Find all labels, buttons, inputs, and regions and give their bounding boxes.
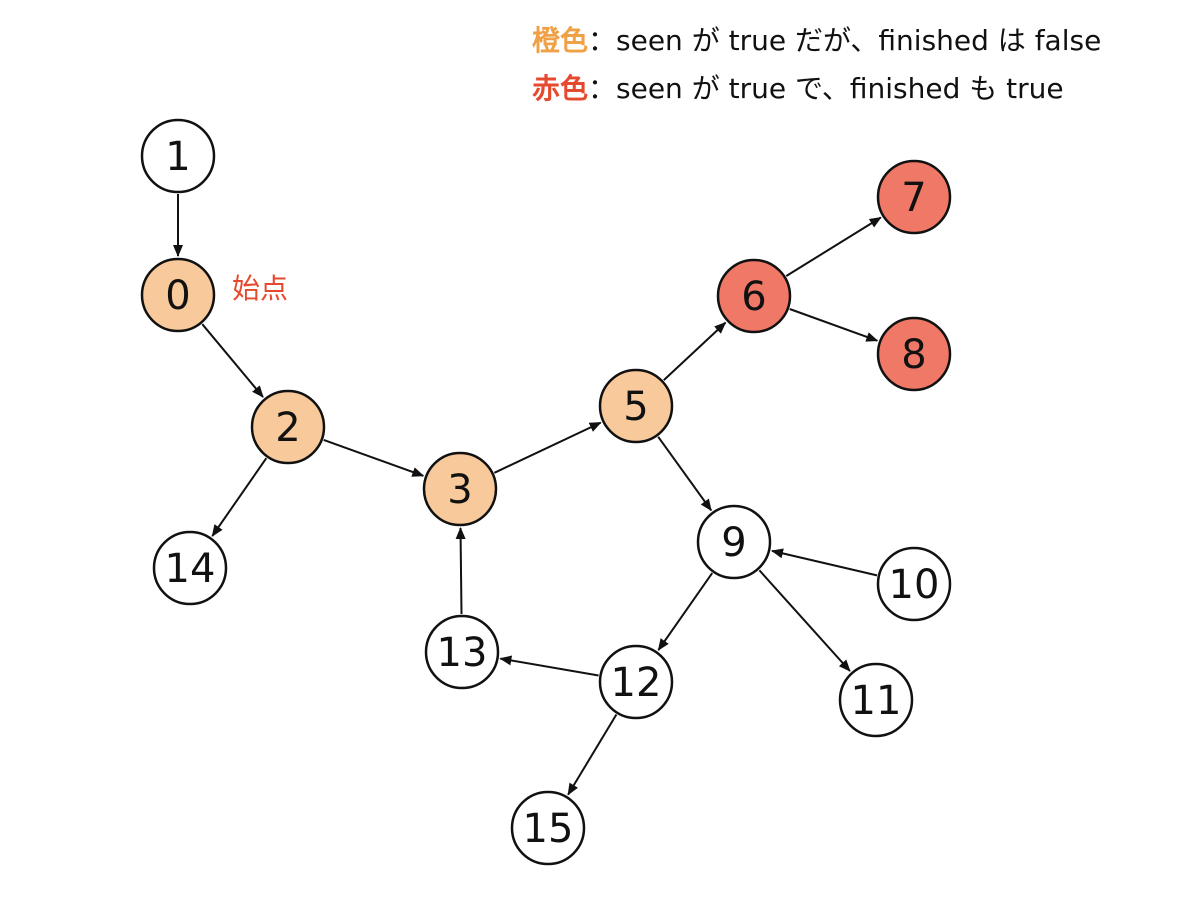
legend-key-red: 赤色 xyxy=(532,72,588,105)
node-0-label: 0 xyxy=(165,273,190,319)
edge-5-to-9 xyxy=(657,436,713,512)
legend-line-1: 赤色：seen が true で、finished も true xyxy=(532,72,1064,105)
node-2: 2 xyxy=(250,389,326,465)
node-5-label: 5 xyxy=(623,384,648,430)
node-3-circle xyxy=(422,451,498,527)
node-7-circle xyxy=(876,159,952,235)
edge-12-to-13 xyxy=(499,655,599,677)
edge-6-to-7 xyxy=(785,216,882,277)
node-14: 14 xyxy=(152,530,228,606)
node-8-circle xyxy=(876,316,952,392)
node-6-label: 6 xyxy=(741,274,766,320)
node-2-circle xyxy=(250,389,326,465)
node-5-circle xyxy=(598,368,674,444)
edge-9-to-12 xyxy=(657,572,714,651)
edge-12-to-15 xyxy=(567,713,618,796)
edges xyxy=(173,194,882,796)
edge-13-to-3 xyxy=(455,527,466,615)
start-node-annotation: 始点 xyxy=(232,272,288,305)
node-8-label: 8 xyxy=(901,332,926,378)
legend: 橙色：seen が true だが、finished は false 赤色：se… xyxy=(532,24,1101,105)
node-1-label: 1 xyxy=(165,134,190,180)
node-12-circle xyxy=(598,644,674,720)
node-3: 3 xyxy=(422,451,498,527)
node-6-circle xyxy=(716,258,792,334)
node-9-circle xyxy=(696,504,772,580)
node-7: 7 xyxy=(876,159,952,235)
edge-9-to-11 xyxy=(758,569,851,672)
node-14-label: 14 xyxy=(165,546,216,592)
edge-3-to-5 xyxy=(493,421,602,474)
edge-10-to-9 xyxy=(771,548,878,577)
node-0: 0 xyxy=(140,257,216,333)
legend-key-orange: 橙色 xyxy=(532,24,588,57)
node-1-circle xyxy=(140,118,216,194)
node-11: 11 xyxy=(838,662,914,738)
node-0-circle xyxy=(140,257,216,333)
node-1: 1 xyxy=(140,118,216,194)
node-13-circle xyxy=(424,614,500,690)
legend-line-0: 橙色：seen が true だが、finished は false xyxy=(532,24,1101,57)
node-15: 15 xyxy=(510,790,586,866)
node-14-circle xyxy=(152,530,228,606)
legend-text-orange: ：seen が true だが、finished は false xyxy=(588,24,1101,57)
node-13: 13 xyxy=(424,614,500,690)
node-12-label: 12 xyxy=(611,660,662,706)
node-11-label: 11 xyxy=(851,678,902,724)
node-10: 10 xyxy=(876,546,952,622)
node-2-label: 2 xyxy=(275,405,300,451)
edge-2-to-14 xyxy=(211,457,268,537)
node-10-label: 10 xyxy=(889,562,940,608)
legend-text-red: ：seen が true で、finished も true xyxy=(588,72,1064,105)
node-7-label: 7 xyxy=(901,175,926,221)
node-8: 8 xyxy=(876,316,952,392)
node-11-circle xyxy=(838,662,914,738)
node-6: 6 xyxy=(716,258,792,334)
edge-0-to-2 xyxy=(201,323,264,398)
node-9: 9 xyxy=(696,504,772,580)
node-10-circle xyxy=(876,546,952,622)
node-9-label: 9 xyxy=(721,520,746,566)
edge-6-to-8 xyxy=(789,308,879,342)
edge-5-to-6 xyxy=(663,321,727,381)
node-15-label: 15 xyxy=(523,806,574,852)
node-15-circle xyxy=(510,790,586,866)
node-12: 12 xyxy=(598,644,674,720)
node-13-label: 13 xyxy=(437,630,488,676)
edge-2-to-3 xyxy=(323,438,425,477)
node-5: 5 xyxy=(598,368,674,444)
node-3-label: 3 xyxy=(447,467,472,513)
